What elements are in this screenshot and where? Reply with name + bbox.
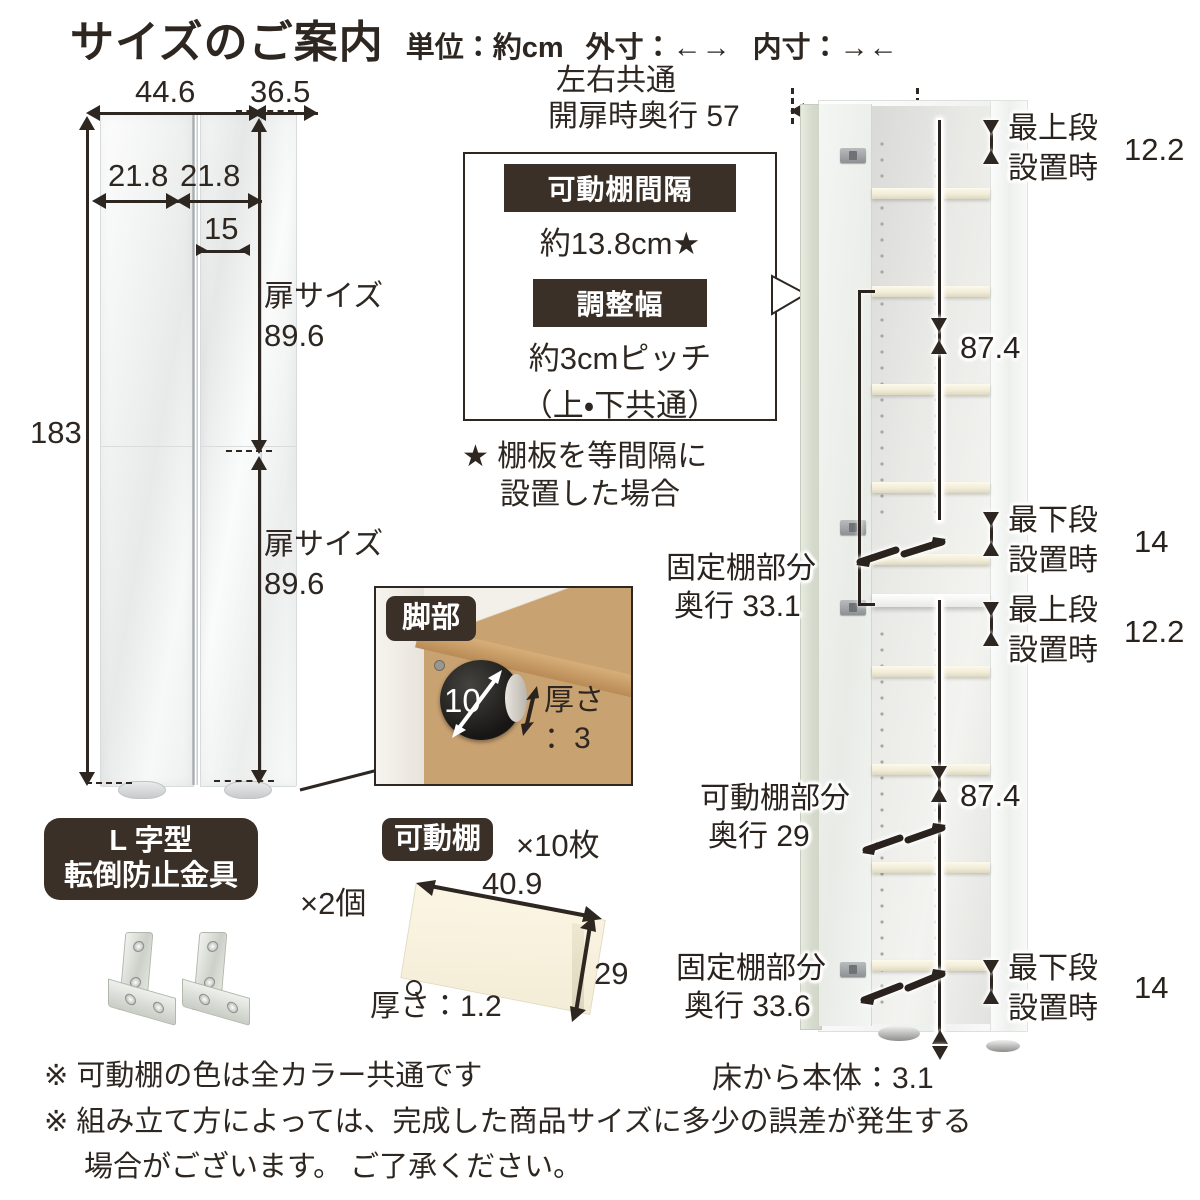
shelf-depth-arrow bbox=[570, 916, 596, 1022]
leg-screw bbox=[434, 660, 445, 671]
dim-door-height-upper: 89.6 bbox=[264, 318, 325, 353]
cabinet-leg bbox=[878, 1026, 920, 1041]
shelf-count: ×10枚 bbox=[516, 828, 600, 863]
unit-label: 単位：約cm bbox=[405, 32, 564, 64]
fixed-shelf-lower-arrows bbox=[860, 969, 946, 1005]
shelf-board bbox=[872, 862, 990, 873]
label-fixed-shelf-upper-line2: 奥行 33.1 bbox=[674, 590, 801, 623]
label-lower-bottommost-line2: 設置時 bbox=[1008, 992, 1098, 1025]
shelf-board bbox=[872, 666, 990, 677]
dim-lower-bottommost-14: 14 bbox=[1134, 970, 1169, 1005]
shelf-thickness-marker bbox=[406, 980, 422, 996]
cabinet-foot-left bbox=[118, 781, 166, 799]
dim-lower-topmost-12-2: 12.2 bbox=[1124, 614, 1185, 649]
shelf-board bbox=[872, 286, 990, 297]
bracket-badge-line1: L 字型 bbox=[109, 825, 193, 857]
label-fixed-shelf-lower-line1: 固定棚部分 bbox=[676, 952, 826, 985]
label-movable-shelf-line2: 奥行 29 bbox=[708, 820, 810, 853]
cabinet-leg bbox=[986, 1040, 1020, 1052]
footnote-3: 場合がございます。 ご了承ください。 bbox=[84, 1151, 583, 1184]
label-lower-topmost-line1: 最上段 bbox=[1008, 594, 1098, 627]
fixed-shelf bbox=[872, 594, 990, 607]
leg-inset-leader bbox=[299, 768, 379, 792]
dim-door-width-left: 21.8 bbox=[108, 158, 169, 193]
value-adjust-line2: （上・下共通） bbox=[521, 388, 719, 423]
dim-door-width-right: 21.8 bbox=[180, 158, 241, 193]
exterior-legend: 外寸：←→ bbox=[585, 32, 731, 64]
page-header: サイズのご案内 単位：約cm 外寸：←→ 内寸：→← bbox=[70, 6, 898, 70]
bracket-badge-line2: 転倒防止金具 bbox=[64, 859, 239, 892]
shelf-board bbox=[872, 188, 990, 199]
shelf-width-arrow bbox=[416, 880, 602, 922]
footnotes: ※ 可動棚の色は全カラー共通です ※ 組み立て方によっては、完成した商品サイズに… bbox=[44, 1058, 1174, 1195]
page-title: サイズのご案内 bbox=[70, 18, 384, 67]
label-fixed-shelf-upper-line1: 固定棚部分 bbox=[666, 552, 816, 585]
dim-door-height-lower: 89.6 bbox=[264, 566, 325, 601]
badge-leg-section: 脚部 bbox=[386, 596, 477, 641]
footnote-1: ※ 可動棚の色は全カラー共通です bbox=[44, 1060, 483, 1092]
door-hinge bbox=[840, 962, 866, 977]
dim-upper-87-4: 87.4 bbox=[960, 330, 1021, 365]
dim-upper-topmost-12-2: 12.2 bbox=[1124, 132, 1185, 167]
shelf-board bbox=[872, 482, 990, 493]
badge-movable-shelf: 可動棚 bbox=[382, 818, 494, 861]
dim-shelf-depth-29: 29 bbox=[594, 956, 629, 991]
badge-adjust-width: 調整幅 bbox=[533, 279, 707, 327]
bracket-badge: L 字型 転倒防止金具 bbox=[44, 818, 259, 900]
star-note-line2: 設置した場合 bbox=[500, 478, 680, 511]
right-cabinet-photo bbox=[800, 100, 1040, 1052]
footnote-2: ※ 組み立て方によっては、完成した商品サイズに多少の誤差が発生する bbox=[44, 1105, 972, 1138]
leg-detail-inset: 脚部 10 厚さ ：3 bbox=[374, 586, 633, 786]
dim-shelf-width-40-9: 40.9 bbox=[482, 866, 543, 901]
value-adjust-line1: 約3cmピッチ bbox=[528, 341, 712, 376]
leg-thickness-arrow bbox=[521, 686, 539, 736]
cabinet-door-left bbox=[100, 113, 194, 787]
label-upper-topmost-line1: 最上段 bbox=[1008, 112, 1098, 145]
label-movable-shelf-line1: 可動棚部分 bbox=[700, 782, 850, 815]
bracket-count: ×2個 bbox=[300, 886, 367, 921]
measure-rod-lower bbox=[938, 600, 941, 1040]
fixed-shelf-upper-arrows bbox=[856, 537, 946, 567]
door-hinge bbox=[840, 148, 866, 163]
cabinet-right-panel bbox=[990, 100, 1028, 1032]
open-depth-line1: 左右共通 bbox=[556, 64, 676, 97]
label-lower-topmost-line2: 設置時 bbox=[1008, 634, 1098, 667]
label-door-size-upper: 扉サイズ bbox=[264, 280, 384, 313]
label-fixed-shelf-lower-line2: 奥行 33.6 bbox=[684, 990, 811, 1023]
shelf-board bbox=[872, 554, 990, 565]
leg-thickness-line2: ：3 bbox=[544, 722, 591, 755]
shelf-board bbox=[872, 960, 990, 971]
star-note-line1: ★ 棚板を等間隔に bbox=[462, 440, 708, 473]
label-door-size-lower: 扉サイズ bbox=[264, 528, 384, 561]
dim-width-44-6: 44.6 bbox=[135, 74, 196, 109]
value-shelf-pitch: 約13.8cm★ bbox=[539, 226, 701, 261]
shelf-board bbox=[872, 384, 990, 395]
dim-upper-bottommost-14: 14 bbox=[1134, 524, 1169, 559]
dim-lower-87-4: 87.4 bbox=[960, 778, 1021, 813]
interior-legend: 内寸：→← bbox=[752, 32, 898, 64]
label-floor-clearance: 床から本体：3.1 bbox=[712, 1062, 934, 1095]
open-depth-line2: 開扉時奥行 57 bbox=[548, 100, 740, 133]
movable-shelf-arrows bbox=[862, 823, 946, 855]
dim-gap-15: 15 bbox=[204, 211, 239, 246]
movable-shelf-range-bracket bbox=[858, 290, 875, 606]
badge-shelf-pitch: 可動棚間隔 bbox=[504, 164, 736, 212]
dim-total-height-183: 183 bbox=[30, 415, 82, 450]
leg-diameter-value: 10 bbox=[444, 682, 481, 719]
label-upper-topmost-line2: 設置時 bbox=[1008, 152, 1098, 185]
leg-diameter-arrow bbox=[452, 670, 502, 738]
label-upper-bottommost-line2: 設置時 bbox=[1008, 544, 1098, 577]
label-lower-bottommost-line1: 最下段 bbox=[1008, 952, 1098, 985]
dim-depth-36-5: 36.5 bbox=[250, 74, 311, 109]
shelf-info-box: 可動棚間隔 約13.8cm★ 調整幅 約3cmピッチ （上・下共通） bbox=[463, 152, 777, 423]
label-upper-bottommost-line1: 最下段 bbox=[1008, 504, 1098, 537]
shelf-thickness: 厚さ：1.2 bbox=[370, 990, 502, 1023]
leg-thickness-line1: 厚さ bbox=[544, 684, 604, 717]
info-box-callout-arrow bbox=[771, 274, 809, 316]
